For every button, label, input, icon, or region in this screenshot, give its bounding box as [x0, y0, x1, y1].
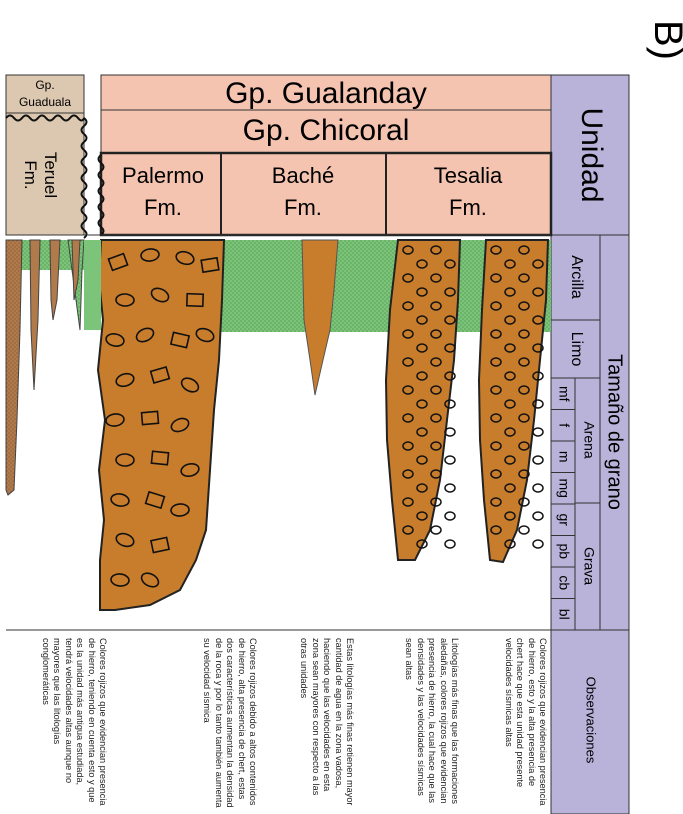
limo-label: Limo: [568, 332, 585, 367]
gp-gualanday-label: Gp. Gualanday: [225, 77, 427, 110]
clast: [519, 526, 529, 534]
teruel-label-1: Teruel: [41, 152, 60, 198]
obs-tesalia: Colores rojizos que evidencian presencia…: [502, 638, 548, 808]
obs-palermo: Colores rojizos debido a altos contenido…: [201, 638, 258, 813]
clast: [445, 484, 455, 492]
observations-area: Colores rojizos que evidencian presencia…: [0, 630, 683, 814]
arcilla-label: Arcilla: [568, 255, 585, 299]
grain-size-title: Tamaño de grano: [604, 354, 626, 510]
grain-size-cb: cb: [556, 575, 572, 590]
teruel-label-2: Fm.: [21, 160, 40, 189]
clast: [445, 512, 455, 520]
panel-label: B): [646, 20, 683, 60]
grain-size-bl: bl: [556, 609, 572, 620]
grain-size-f: f: [556, 423, 572, 427]
clast: [533, 540, 543, 548]
bache-label-1: Baché: [272, 163, 334, 188]
arena-label: Arena: [581, 421, 597, 459]
grain-size-pb: pb: [556, 543, 572, 559]
palermo-label-2: Fm.: [144, 195, 182, 220]
tesalia-label-1: Tesalia: [434, 163, 503, 188]
unidad-label: Unidad: [575, 107, 608, 202]
gp-guaduala-label-1: Gp.: [35, 78, 54, 92]
obs-bache: Estas litologías más finas retienen mayo…: [298, 638, 355, 813]
clast: [431, 526, 441, 534]
palermo-label-1: Palermo: [122, 163, 204, 188]
clast: [533, 456, 543, 464]
tesalia-label-2: Fm.: [449, 195, 487, 220]
grain-size-mf: mf: [556, 386, 572, 402]
grava-label: Grava: [581, 547, 597, 585]
clast: [445, 456, 455, 464]
obs-tesalia-limo: Litologías más finas que las formaciones…: [403, 638, 460, 813]
grain-size-m: m: [556, 451, 572, 463]
clast: [533, 512, 543, 520]
bache-label-2: Fm.: [284, 195, 322, 220]
grain-size-gr: gr: [556, 514, 572, 527]
grain-size-mg: mg: [556, 479, 572, 498]
clast: [445, 540, 455, 548]
clast: [533, 428, 543, 436]
obs-teruel: Colores rojizos que evidencian presencia…: [40, 638, 108, 813]
gp-guaduala-label-2: Guaduala: [19, 95, 71, 109]
clast: [533, 484, 543, 492]
gp-chicoral-label: Gp. Chicoral: [243, 114, 410, 147]
